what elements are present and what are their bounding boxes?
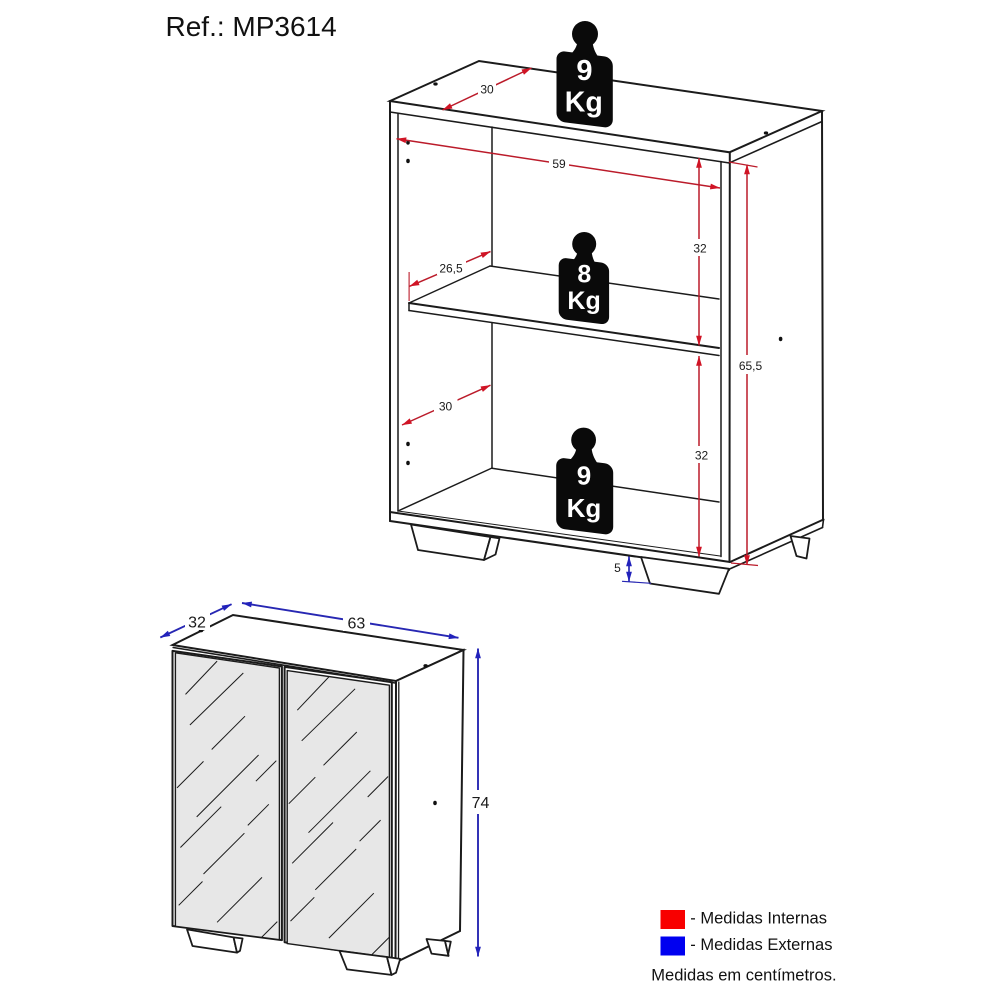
- svg-text:30: 30: [439, 400, 453, 414]
- svg-text:- Medidas Internas: - Medidas Internas: [690, 909, 827, 927]
- svg-text:74: 74: [472, 795, 490, 812]
- svg-text:63: 63: [348, 616, 366, 633]
- svg-text:32: 32: [693, 242, 707, 256]
- svg-text:32: 32: [188, 614, 206, 631]
- svg-text:65,5: 65,5: [739, 359, 763, 373]
- svg-text:5: 5: [614, 561, 621, 575]
- svg-text:Medidas em centímetros.: Medidas em centímetros.: [651, 967, 836, 985]
- svg-text:- Medidas Externas: - Medidas Externas: [690, 936, 832, 954]
- svg-text:8: 8: [577, 260, 591, 288]
- svg-text:Ref.: MP3614: Ref.: MP3614: [166, 11, 337, 42]
- svg-text:Kg: Kg: [567, 493, 602, 523]
- svg-text:26,5: 26,5: [439, 262, 463, 276]
- svg-text:Kg: Kg: [565, 87, 603, 119]
- svg-text:30: 30: [480, 83, 494, 97]
- svg-text:9: 9: [576, 55, 592, 87]
- svg-text:59: 59: [552, 157, 566, 171]
- svg-text:Kg: Kg: [567, 287, 600, 315]
- svg-text:9: 9: [577, 461, 591, 491]
- svg-text:32: 32: [695, 449, 709, 463]
